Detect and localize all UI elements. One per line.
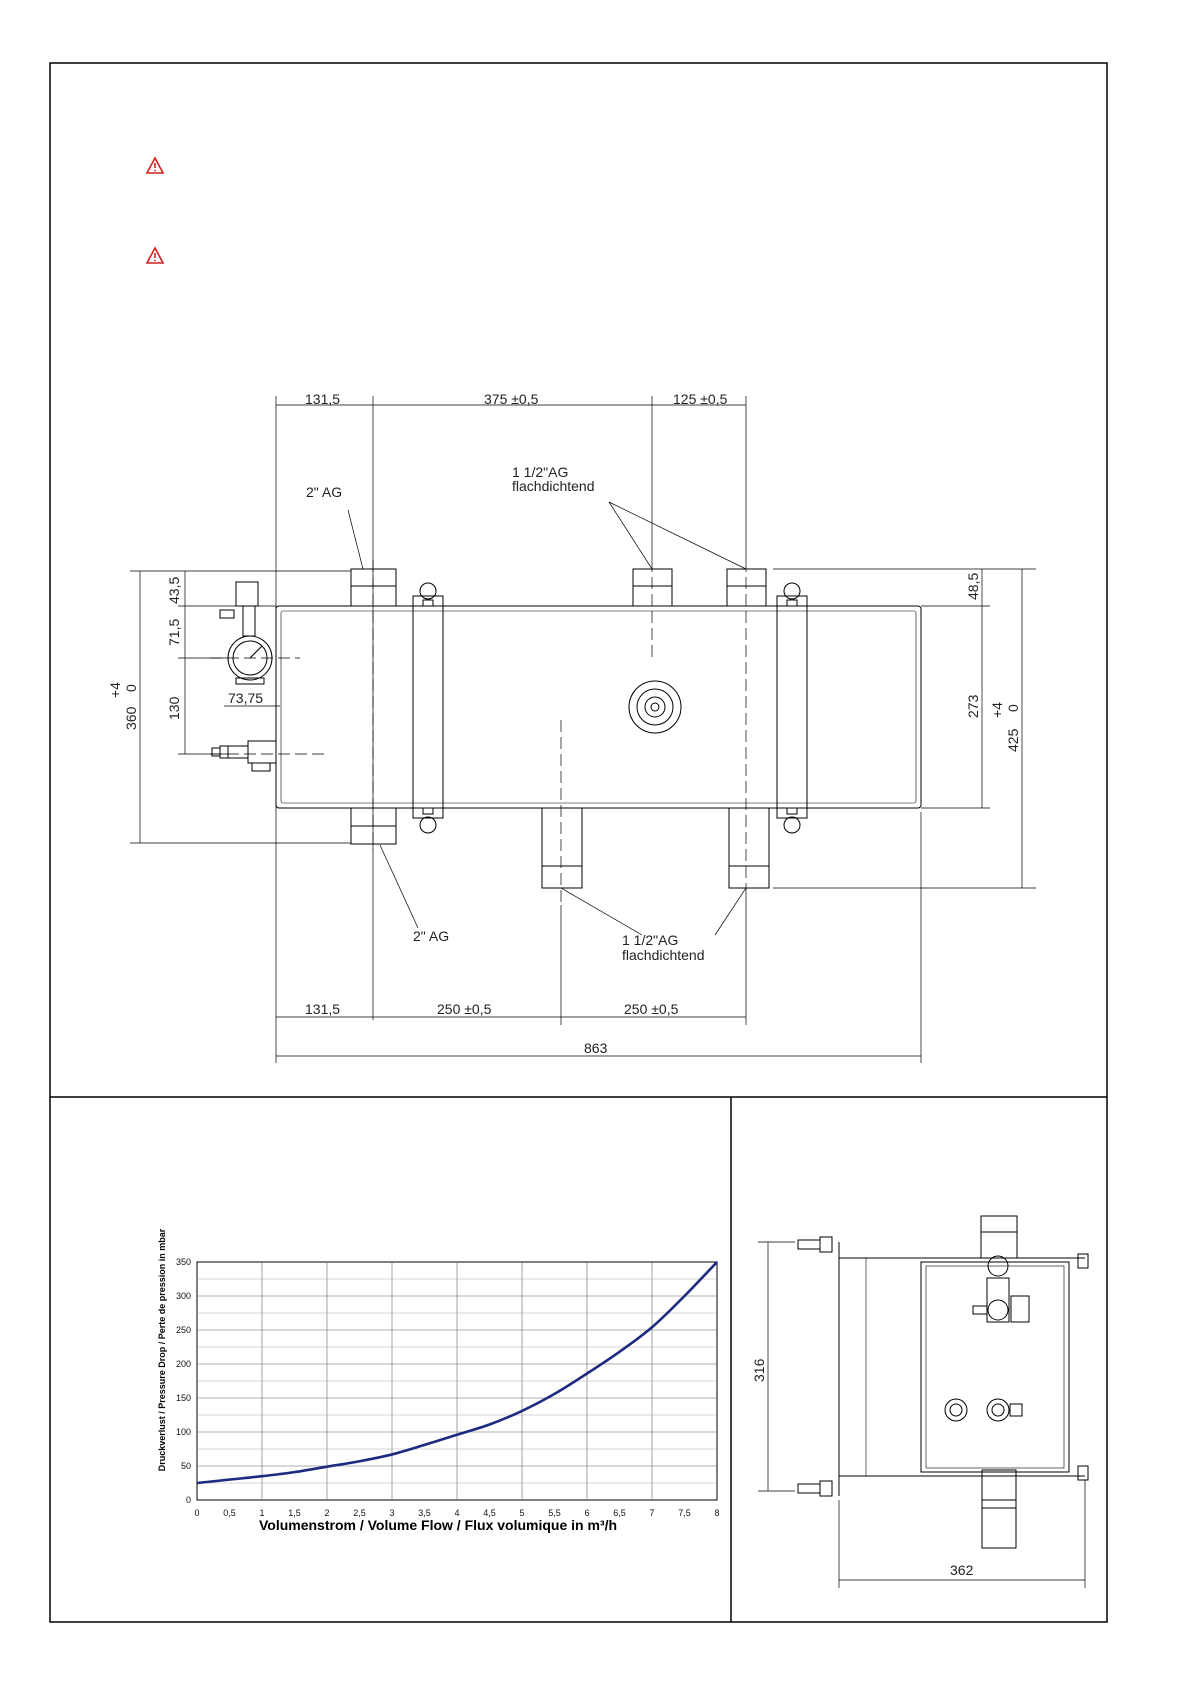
chart-y-tick-label: 250	[176, 1325, 191, 1335]
dim-label: 273	[965, 694, 981, 718]
dim-label: 863	[584, 1040, 608, 1056]
dim-label: 250 ±0,5	[624, 1001, 679, 1017]
callout-text: 2" AG	[306, 484, 342, 500]
dim-label: 250 ±0,5	[437, 1001, 492, 1017]
pipe-stub-1-5-inch-bottom	[541, 807, 583, 889]
dim-label: 0	[1005, 704, 1021, 712]
dim-label: +4	[107, 682, 123, 698]
chart-x-tick-label: 5,5	[548, 1508, 561, 1518]
chart-grid	[196, 1261, 718, 1501]
dim-label: 43,5	[166, 577, 182, 604]
chart-series-line	[196, 1261, 718, 1485]
pipe-stub-1-5-inch-top	[726, 568, 767, 607]
chart-x-tick-label: 4	[454, 1508, 459, 1518]
chart-x-tick-label: 4,5	[483, 1508, 496, 1518]
chart-x-tick-label: 7	[649, 1508, 654, 1518]
mounting-strap	[412, 582, 444, 834]
chart-x-ticks: 0 0,5 1 1,5 2 2,5 3 3,5 4 4,5 5 5,5 6 6,5 7 7,5 8	[194, 1508, 719, 1518]
chart-x-tick-label: 1	[259, 1508, 264, 1518]
sensor-port	[628, 680, 682, 734]
dim-label: 425	[1005, 728, 1021, 752]
top-view-dimension-labels: 131,5 375 ±0,5 125 ±0,5 131,5 250 ±0,5 2…	[107, 391, 1021, 1056]
chart-y-tick-label: 50	[181, 1461, 191, 1471]
pipe-stub-1-5-inch-bottom	[728, 807, 770, 889]
warning-triangle-icon	[145, 246, 165, 264]
callout-text: 1 1/2"AG	[622, 932, 678, 948]
chart-y-tick-label: 0	[186, 1495, 191, 1505]
side-view-drawing	[758, 1215, 1089, 1588]
chart-y-tick-label: 100	[176, 1427, 191, 1437]
chart-x-tick-label: 6,5	[613, 1508, 626, 1518]
callout-text: flachdichtend	[622, 947, 705, 963]
drain-valve-assembly	[211, 740, 277, 772]
dim-label: 316	[751, 1358, 767, 1382]
dim-label: 0	[123, 684, 139, 692]
chart-x-tick-label: 1,5	[288, 1508, 301, 1518]
top-view-drawing	[130, 396, 1036, 1063]
chart-x-tick-label: 6	[584, 1508, 589, 1518]
mounting-bolt	[797, 1480, 833, 1497]
dim-label: 130	[166, 696, 182, 720]
chart-y-tick-label: 150	[176, 1393, 191, 1403]
pipe-stub-2-inch-bottom	[350, 807, 397, 845]
sheet-frame	[49, 62, 1108, 1623]
dim-label: 48,5	[965, 573, 981, 600]
chart-x-tick-label: 2,5	[353, 1508, 366, 1518]
dim-label: 125 ±0,5	[673, 391, 728, 407]
pipe-stub-2-inch-top	[350, 568, 397, 607]
dim-label: 73,75	[228, 690, 263, 706]
dim-label: 71,5	[166, 619, 182, 646]
dim-label: 362	[950, 1562, 974, 1578]
side-body	[920, 1261, 1070, 1473]
chart-y-tick-label: 350	[176, 1257, 191, 1267]
dim-label: +4	[989, 702, 1005, 718]
chart-x-tick-label: 8	[714, 1508, 719, 1518]
dim-label: 375 ±0,5	[484, 391, 539, 407]
chart-x-tick-label: 7,5	[678, 1508, 691, 1518]
warning-triangle-icon	[145, 156, 165, 174]
chart-x-tick-label: 3,5	[418, 1508, 431, 1518]
chart-x-tick-label: 0,5	[223, 1508, 236, 1518]
mounting-strap	[776, 582, 808, 834]
pressure-drop-chart: 0 0,5 1 1,5 2 2,5 3 3,5 4 4,5 5 5,5 6 6,5 7 7,5 8 0 50 100…	[157, 1228, 720, 1533]
chart-y-tick-label: 300	[176, 1291, 191, 1301]
chart-y-ticks: 0 50 100 150 200 250 300 350	[176, 1257, 191, 1505]
callout-text: 1 1/2"AG	[512, 464, 568, 480]
chart-y-axis-label: Druckverlust / Pressure Drop / Perte de …	[157, 1228, 167, 1471]
pressure-gauge-assembly	[219, 581, 273, 685]
dim-label: 131,5	[305, 1001, 340, 1017]
chart-x-tick-label: 3	[389, 1508, 394, 1518]
chart-y-tick-label: 200	[176, 1359, 191, 1369]
pipe-stub-1-5-inch-top	[632, 568, 673, 607]
chart-x-tick-label: 5	[519, 1508, 524, 1518]
dim-label: 360	[123, 706, 139, 730]
callout-text: 2" AG	[413, 928, 449, 944]
chart-x-tick-label: 2	[324, 1508, 329, 1518]
callout-text: flachdichtend	[512, 478, 595, 494]
dim-label: 131,5	[305, 391, 340, 407]
side-view-dimension-labels: 316 362	[751, 1358, 974, 1578]
mounting-bolt	[797, 1236, 833, 1253]
chart-x-tick-label: 0	[194, 1508, 199, 1518]
chart-x-axis-label: Volumenstrom / Volume Flow / Flux volumi…	[259, 1517, 617, 1533]
